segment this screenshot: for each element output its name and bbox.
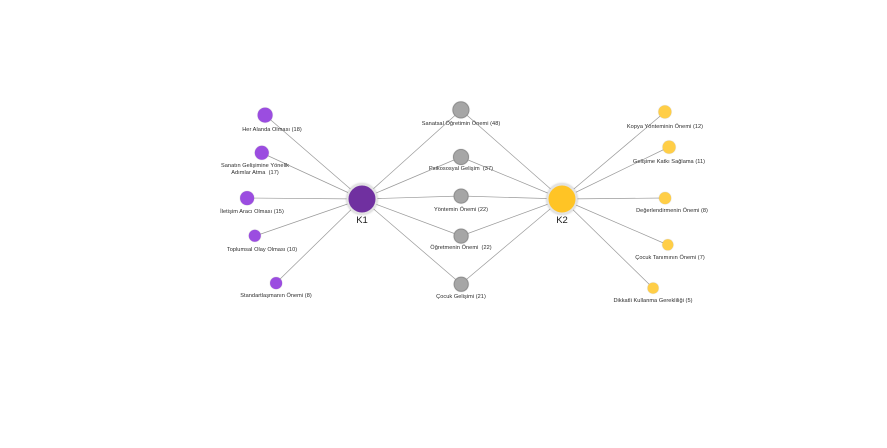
graph-node-label: İletişim Aracı Olması (15)	[220, 209, 284, 215]
edge-k1	[254, 198, 363, 237]
edge-k1	[264, 114, 363, 200]
graph-node[interactable]	[453, 149, 469, 165]
graph-node-label: Çocuk Tanımının Önemi (7)	[635, 255, 705, 261]
graph-node-label: Psikososyal Gelişim (37)	[428, 166, 494, 172]
edge-k1	[361, 195, 462, 200]
hub-node-label-k1: K1	[356, 215, 368, 226]
graph-node[interactable]	[257, 107, 273, 123]
edge-k2	[561, 146, 670, 200]
graph-node-label: Değerlendirmenin Önemi (8)	[636, 208, 708, 214]
graph-node[interactable]	[658, 105, 672, 119]
graph-node[interactable]	[453, 228, 469, 244]
edge-k2	[561, 197, 666, 200]
graph-node-label: Çocuk Gelişimi (21)	[436, 294, 486, 300]
graph-node[interactable]	[453, 276, 469, 292]
edge-k2	[460, 198, 563, 237]
graph-node-label: Yöntemin Önemi (22)	[433, 207, 489, 213]
graph-node[interactable]	[659, 192, 671, 204]
graph-node-label: Her Alanda Olması (18)	[242, 127, 302, 133]
graph-node-label: Dikkatli Kullanma Gerekliliği (5)	[613, 298, 693, 304]
graph-node-label: Sanatın Gelişimine Yönelik Adımlar Atma …	[220, 163, 290, 177]
graph-node[interactable]	[453, 188, 469, 204]
graph-node[interactable]	[270, 277, 282, 289]
graph-node[interactable]	[662, 140, 676, 154]
edge-k2	[561, 198, 669, 246]
graph-node-label: Toplumsal Olay Olması (10)	[226, 247, 298, 253]
edge-k1	[361, 198, 462, 285]
graph-node[interactable]	[254, 145, 270, 161]
hub-node-label-k2: K2	[556, 215, 568, 226]
graph-node-label: Gelişime Katkı Sağlama (11)	[632, 159, 706, 165]
edge-k2	[460, 198, 563, 285]
graph-node[interactable]	[248, 229, 262, 243]
hub-node-k2[interactable]	[546, 183, 578, 215]
graph-node-label: Kopya Yönteminin Önemi (12)	[626, 124, 704, 130]
graph-node[interactable]	[240, 191, 254, 205]
edge-k1	[246, 197, 363, 200]
edge-k2	[460, 195, 563, 200]
graph-node[interactable]	[647, 282, 659, 294]
graph-node-label: Standartlaşmanın Önemi (8)	[240, 293, 312, 299]
hub-node-k1[interactable]	[346, 183, 378, 215]
graph-node-label: Sanatsal Öğretimin Önemi (48)	[421, 121, 501, 127]
edge-k1	[361, 109, 462, 200]
edge-k2	[561, 111, 666, 200]
edge-k2	[460, 109, 563, 200]
edge-k2	[460, 156, 563, 200]
edge-k1	[361, 198, 462, 237]
edge-k2	[561, 198, 654, 289]
graph-node-label: Öğretmenin Önemi (22)	[430, 245, 492, 251]
edge-k1	[361, 156, 462, 200]
graph-node[interactable]	[452, 101, 470, 119]
edge-k1	[261, 152, 363, 200]
edge-k1	[275, 198, 363, 284]
graph-node[interactable]	[662, 239, 674, 251]
